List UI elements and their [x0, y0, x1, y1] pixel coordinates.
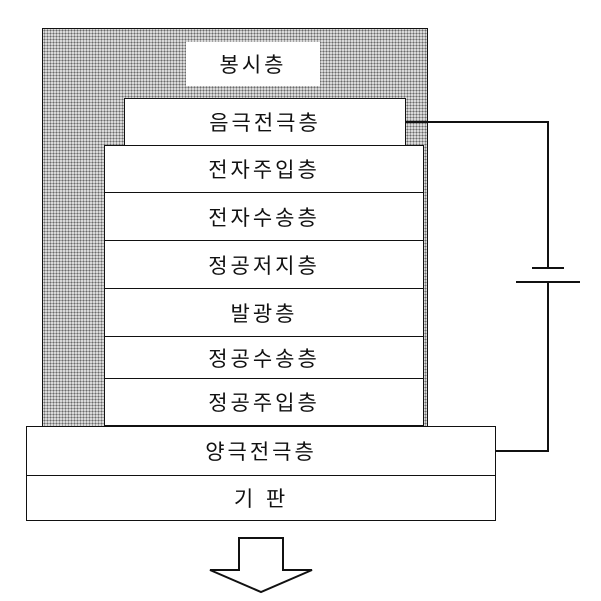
anode-wire: [496, 282, 548, 451]
light-emission-arrow-icon: [210, 538, 312, 592]
cathode-wire: [406, 122, 548, 268]
